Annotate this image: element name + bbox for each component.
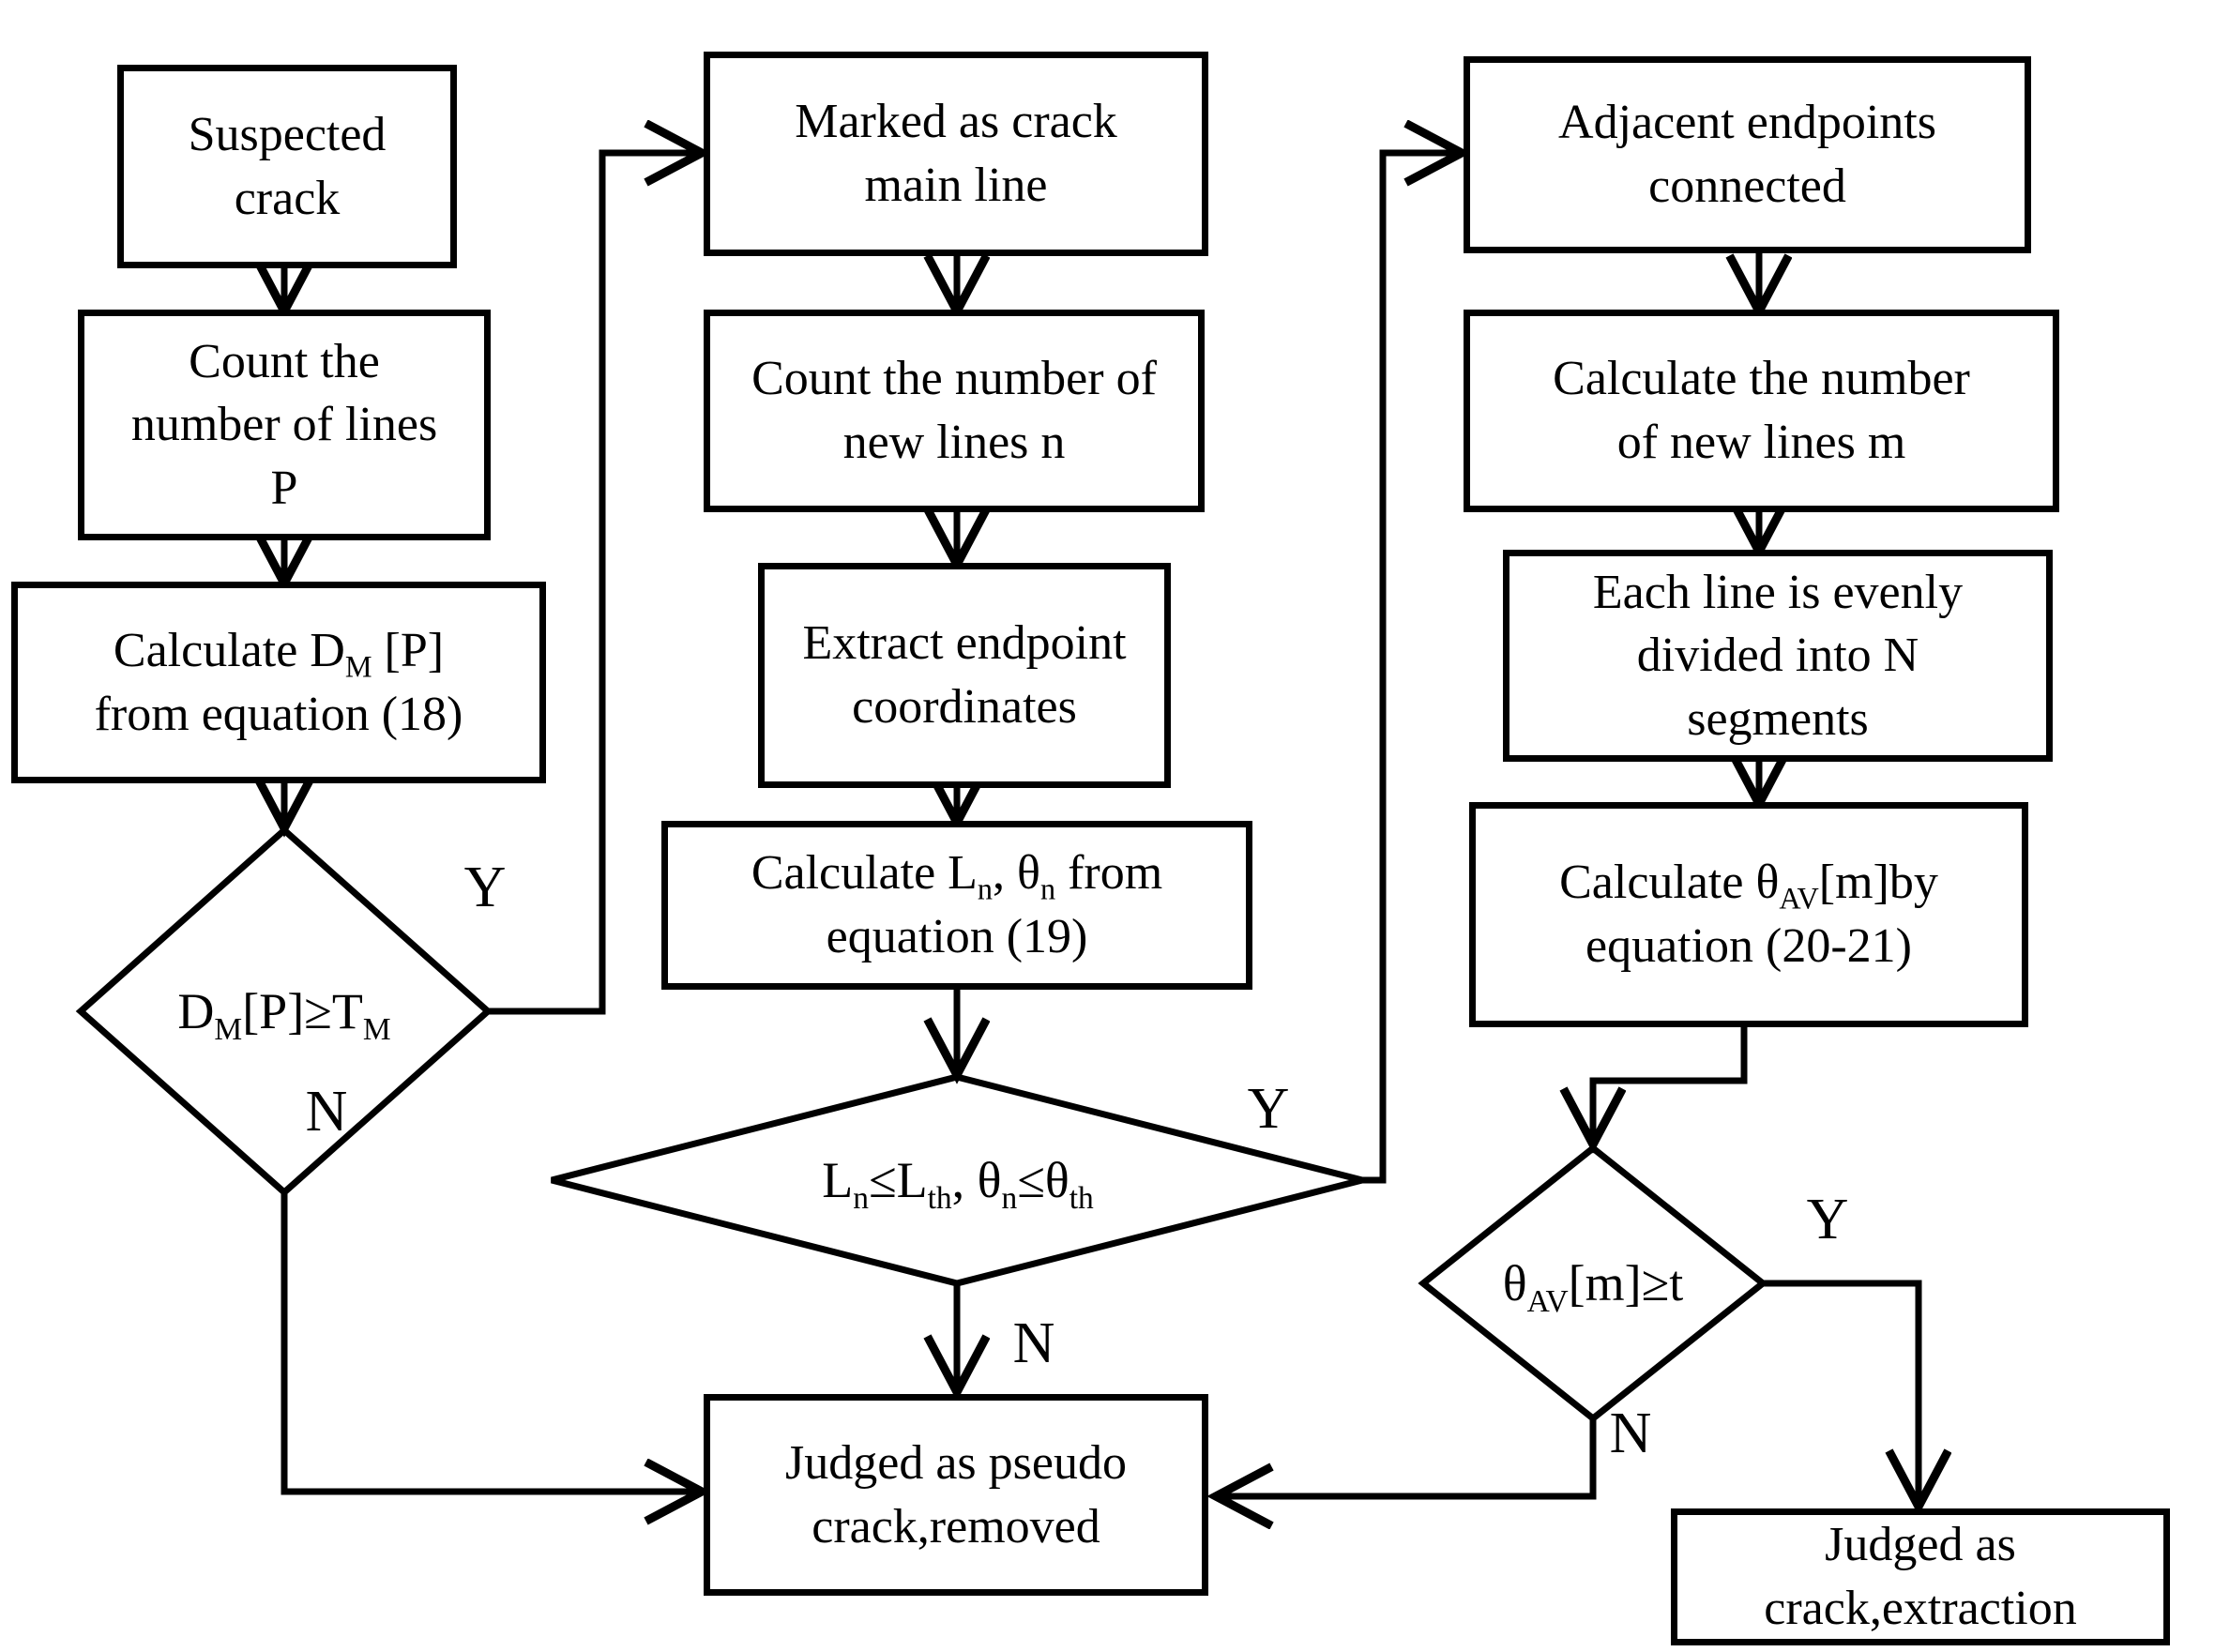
edge-decision1-no-to-pseudo	[281, 1192, 702, 1492]
branch-label-yes-decision1: Y	[463, 856, 507, 919]
edge-decision1-yes-to-marked	[488, 153, 702, 1015]
process-label: Calculate the number of new lines m	[1553, 352, 1970, 469]
process-label: Calculate θAV[m]by equation (20-21)	[1559, 856, 1938, 973]
process-label: Adjacent endpoints connected	[1558, 96, 1936, 213]
process-each-line-divided-n-segments: Each line is evenly divided into N segme…	[1503, 550, 2053, 762]
process-suspected-crack: Suspected crack	[117, 65, 457, 268]
process-calculate-ln-theta-n: Calculate Ln, θn from equation (19)	[661, 821, 1252, 990]
branch-label-no-decision1: N	[305, 1080, 348, 1144]
branch-label-no-decision2: N	[1012, 1311, 1055, 1375]
process-count-lines-p: Count the number of lines P	[78, 310, 491, 540]
edge-decision2-yes-to-adjacent	[1362, 153, 1462, 1184]
process-calculate-dm: Calculate DM [P] from equation (18)	[11, 582, 546, 783]
process-label: Suspected crack	[188, 107, 387, 225]
process-adjacent-endpoints-connected: Adjacent endpoints connected	[1464, 56, 2031, 253]
decision-text-ln-theta: Ln≤Lth, θn≤θth	[822, 1152, 1094, 1216]
process-label: Count the number of new lines n	[751, 352, 1157, 469]
decision-text-dm-ge-tm: DM[P]≥TM	[177, 983, 391, 1047]
process-label: Extract endpoint coordinates	[802, 616, 1127, 734]
edge-calcThetaAV-to-decision3	[1593, 1027, 1748, 1144]
decision-text-theta-av: θAV[m]≥t	[1502, 1255, 1684, 1319]
process-calculate-number-new-lines-m: Calculate the number of new lines m	[1464, 310, 2059, 512]
edge-decision3-yes-to-extraction	[1763, 1280, 1919, 1507]
process-label: Count the number of lines P	[130, 334, 438, 515]
process-judged-crack-extraction: Judged as crack,extraction	[1671, 1508, 2170, 1645]
process-label: Each line is evenly divided into N segme…	[1592, 565, 1964, 746]
process-label: Marked as crack main line	[795, 95, 1117, 212]
process-calculate-theta-av: Calculate θAV[m]by equation (20-21)	[1469, 802, 2028, 1027]
branch-label-yes-decision2: Y	[1247, 1077, 1290, 1141]
process-extract-endpoint-coordinates: Extract endpoint coordinates	[758, 563, 1171, 788]
branch-label-no-decision3: N	[1609, 1402, 1652, 1465]
process-count-new-lines-n: Count the number of new lines n	[704, 310, 1205, 512]
branch-label-yes-decision3: Y	[1806, 1188, 1849, 1251]
process-marked-as-crack-main-line: Marked as crack main line	[704, 52, 1208, 256]
edge-decision3-no-to-pseudo	[1216, 1418, 1597, 1496]
process-label: Judged as crack,extraction	[1764, 1518, 2077, 1635]
process-judged-pseudo-crack-removed: Judged as pseudo crack,removed	[704, 1394, 1208, 1596]
process-label: Calculate Ln, θn from equation (19)	[751, 846, 1163, 963]
process-label: Judged as pseudo crack,removed	[785, 1435, 1127, 1553]
process-label: Calculate DM [P] from equation (18)	[94, 623, 463, 741]
